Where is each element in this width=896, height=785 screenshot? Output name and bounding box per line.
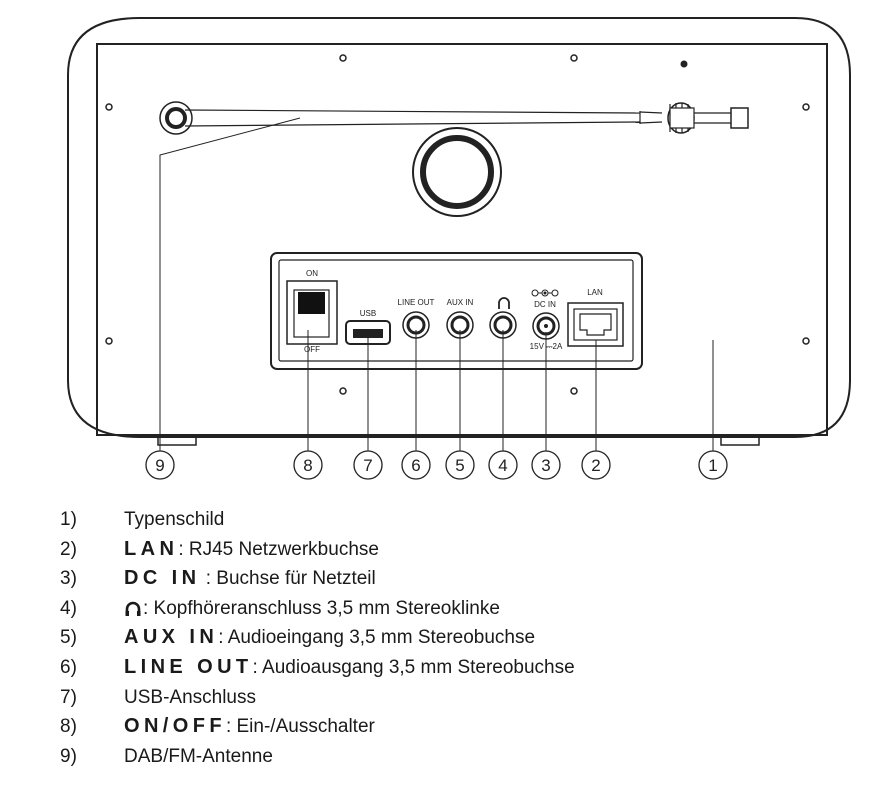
callout-5: 5 [455,456,464,475]
legend-description: Typenschild [124,509,225,530]
label-aux-in: AUX IN [447,298,474,307]
callout-1: 1 [708,456,717,475]
legend-number: 2) [60,538,77,560]
sensor-dot [680,60,688,68]
callout-4: 4 [498,456,507,475]
legend-term: LINE OUT [124,655,253,678]
legend-item: 5) AUX IN : Audioeingang 3,5 mm Stereobu… [60,623,880,653]
legend-item: 4) : Kopfhöreranschluss 3,5 mm Stereokli… [60,594,880,624]
foot-right [720,436,760,446]
label-line-out: LINE OUT [398,298,435,307]
power-switch[interactable]: ON OFF [286,269,338,354]
legend-term: AUX IN [124,626,219,649]
legend-item: 6) LINE OUT : Audioausgang 3,5 mm Stereo… [60,653,880,683]
callouts [145,450,728,480]
legend-description: USB-Anschluss [124,686,256,708]
leader-lines [159,117,714,454]
bass-port [412,127,502,217]
legend-term: DC IN [124,567,201,590]
legend-term: ON/OFF [124,715,226,738]
headphone-icon [125,601,141,616]
legend-description: : Kopfhöreranschluss 3,5 mm Stereoklinke [143,597,500,619]
legend-item: 1) Typenschild [60,505,880,535]
legend-description: DAB/FM-Antenne [124,745,273,767]
connector-plate [270,252,643,370]
legend-number: 1) [60,509,77,530]
label-usb: USB [360,309,376,318]
radio-rear-diagram: ON OFF USB LINE OUT AUX IN [67,17,851,480]
antenna[interactable] [159,101,749,135]
legend-description: : Ein-/Ausschalter [225,716,375,738]
legend-number: 9) [60,745,77,767]
polarity-icon [531,289,559,297]
housing-outline [67,17,851,438]
legend-item: 9) DAB/FM-Antenne [60,742,880,772]
callout-7: 7 [363,456,372,475]
legend-description: : RJ45 Netzwerkbuchse [178,538,379,560]
legend-number: 3) [60,568,77,590]
callout-3: 3 [541,456,550,475]
back-panel [96,43,828,436]
legend-number: 4) [60,597,77,619]
legend-list: 1) Typenschild 2) LAN : RJ45 Netzwerkbuc… [60,505,880,771]
legend-item: 7) USB-Anschluss [60,683,880,713]
label-lan: LAN [587,288,603,297]
legend-description: : Audioausgang 3,5 mm Stereobuchse [252,656,575,678]
callout-9: 9 [155,456,164,475]
legend-number: 8) [60,716,77,738]
legend-number: 6) [60,656,77,678]
screws [105,54,810,395]
legend-item: 8) ON/OFF : Ein-/Ausschalter [60,712,880,742]
foot-left [157,436,197,446]
legend-description: : Buchse für Netzteil [200,568,376,590]
legend-term: LAN [124,537,179,560]
legend-description: : Audioeingang 3,5 mm Stereobuchse [218,627,536,649]
callout-2: 2 [591,456,600,475]
headphone-icon [498,297,510,309]
label-dc-in: DC IN [534,300,556,309]
legend-item: 2) LAN : RJ45 Netzwerkbuchse [60,535,880,565]
legend-number: 5) [60,627,77,649]
callout-6: 6 [411,456,420,475]
callout-8: 8 [303,456,312,475]
label-off: OFF [304,345,320,354]
label-on: ON [306,269,318,278]
lan-port[interactable]: LAN [567,288,624,347]
legend-item: 3) DC IN : Buchse für Netzteil [60,564,880,594]
legend-number: 7) [60,686,77,708]
